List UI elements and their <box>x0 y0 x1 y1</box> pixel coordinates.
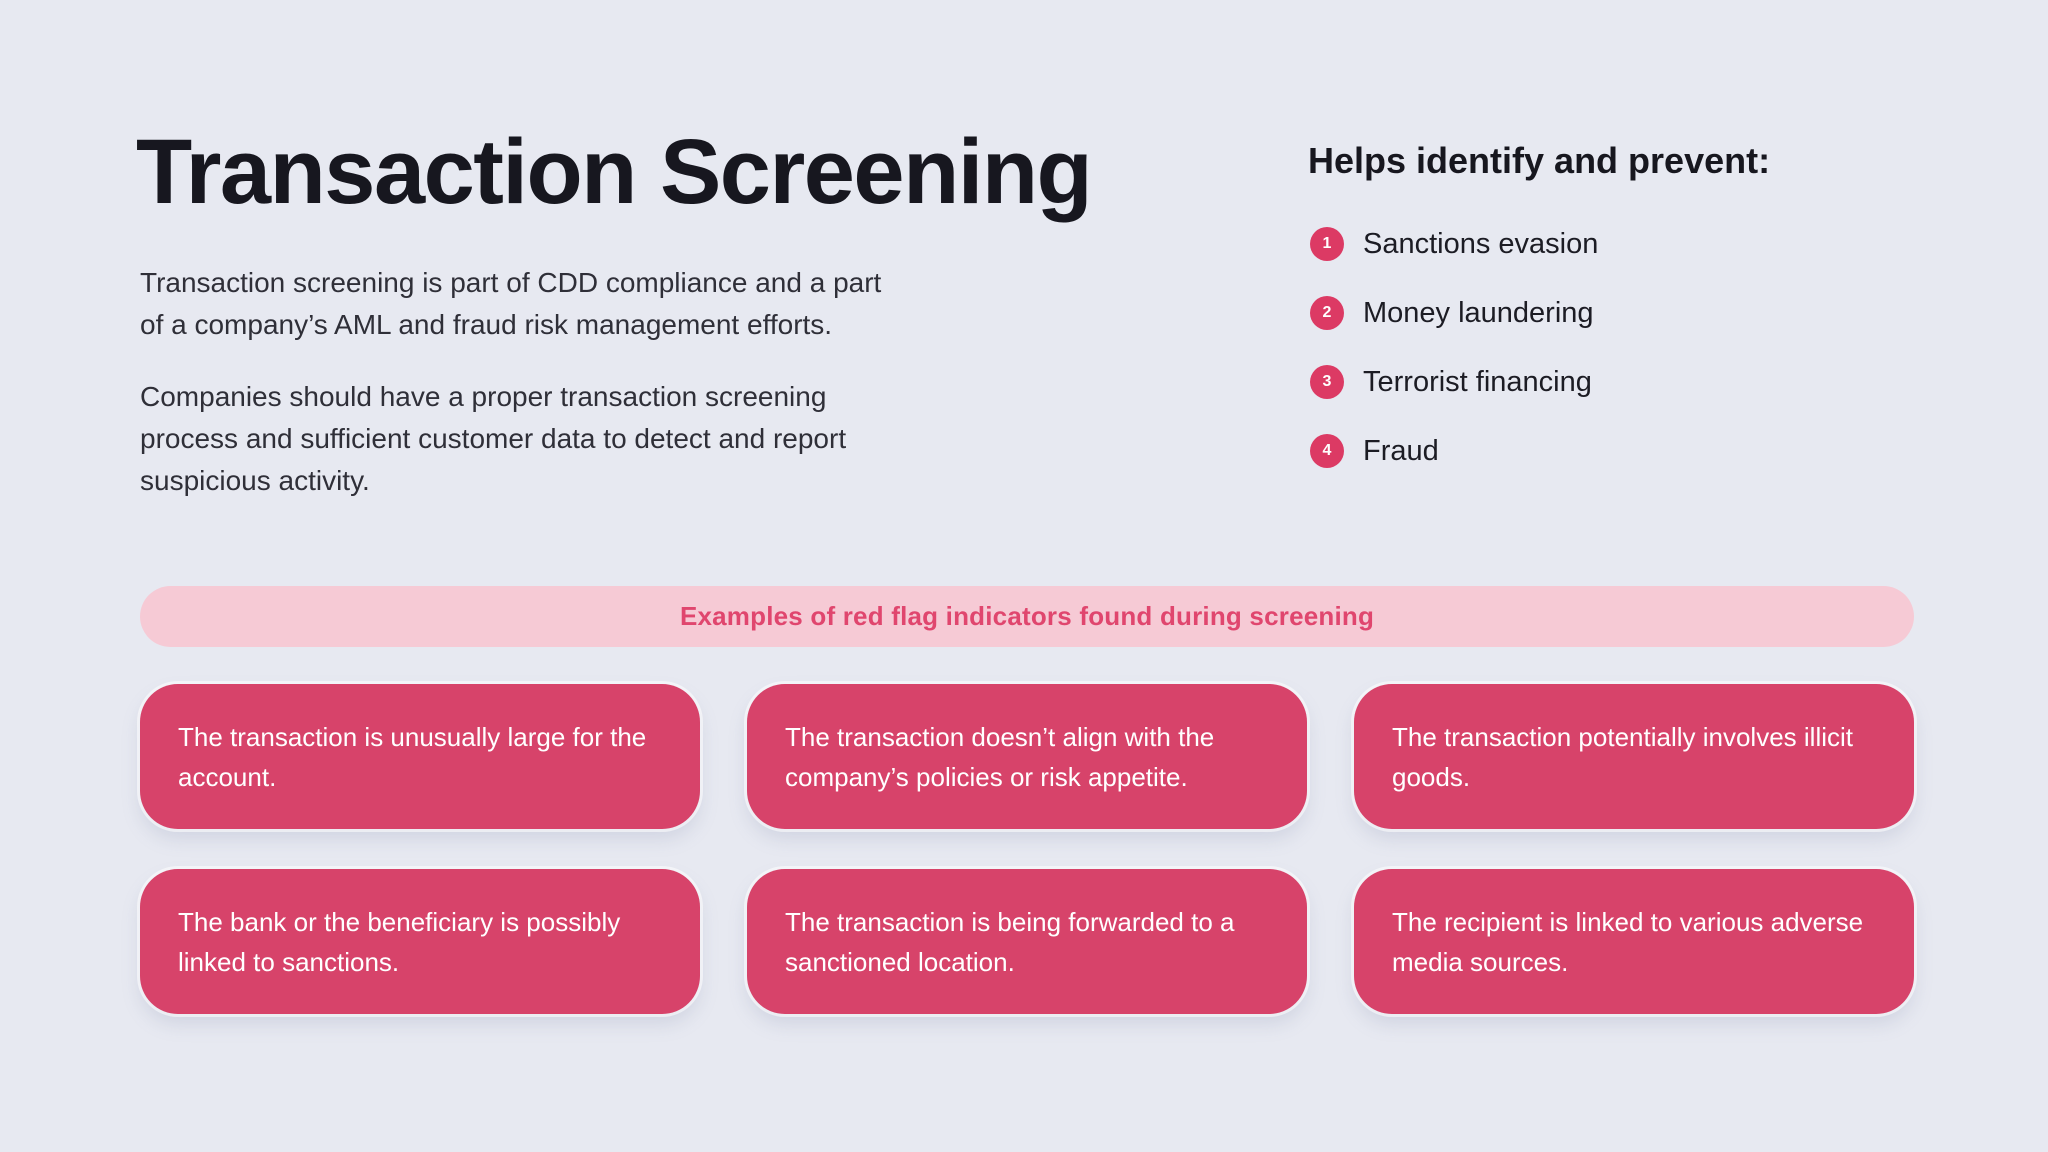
red-flag-card-unusually-large: The transaction is unusually large for t… <box>140 684 700 829</box>
number-badge-3: 3 <box>1310 365 1344 399</box>
red-flag-card-adverse-media: The recipient is linked to various adver… <box>1354 869 1914 1014</box>
list-item-terrorist-financing: 3 Terrorist financing <box>1310 364 1598 400</box>
number-badge-1: 1 <box>1310 227 1344 261</box>
prevent-heading: Helps identify and prevent: <box>1308 140 1771 181</box>
red-flag-card-illicit-goods: The transaction potentially involves ill… <box>1354 684 1914 829</box>
red-flag-card-text: The transaction is being forwarded to a … <box>785 906 1235 977</box>
red-flag-card-sanctions-link: The bank or the beneficiary is possibly … <box>140 869 700 1014</box>
red-flags-banner: Examples of red flag indicators found du… <box>140 586 1914 647</box>
red-flag-card-text: The transaction doesn’t align with the c… <box>785 721 1215 792</box>
list-item-money-laundering: 2 Money laundering <box>1310 295 1598 331</box>
red-flag-card-sanctioned-location: The transaction is being forwarded to a … <box>747 869 1307 1014</box>
red-flag-card-text: The transaction potentially involves ill… <box>1392 721 1853 792</box>
intro-paragraph-1: Transaction screening is part of CDD com… <box>140 267 882 340</box>
red-flag-card-policy-misalignment: The transaction doesn’t align with the c… <box>747 684 1307 829</box>
red-flag-card-text: The transaction is unusually large for t… <box>178 721 647 792</box>
prevent-list: 1 Sanctions evasion 2 Money laundering 3… <box>1310 226 1598 502</box>
page-title: Transaction Screening <box>136 121 1093 223</box>
red-flags-banner-text: Examples of red flag indicators found du… <box>679 601 1375 631</box>
red-flag-cards-grid: The transaction is unusually large for t… <box>140 684 1914 1014</box>
list-item-fraud: 4 Fraud <box>1310 433 1598 469</box>
number-badge-4: 4 <box>1310 434 1344 468</box>
list-item-label: Fraud <box>1363 434 1439 467</box>
list-item-sanctions-evasion: 1 Sanctions evasion <box>1310 226 1598 262</box>
list-item-label: Terrorist financing <box>1363 365 1592 398</box>
list-item-label: Sanctions evasion <box>1363 227 1599 260</box>
list-item-label: Money laundering <box>1363 296 1594 329</box>
red-flag-card-text: The bank or the beneficiary is possibly … <box>178 906 621 977</box>
red-flag-card-text: The recipient is linked to various adver… <box>1392 906 1864 977</box>
number-badge-2: 2 <box>1310 296 1344 330</box>
intro-paragraph-2: Companies should have a proper transacti… <box>140 381 847 496</box>
